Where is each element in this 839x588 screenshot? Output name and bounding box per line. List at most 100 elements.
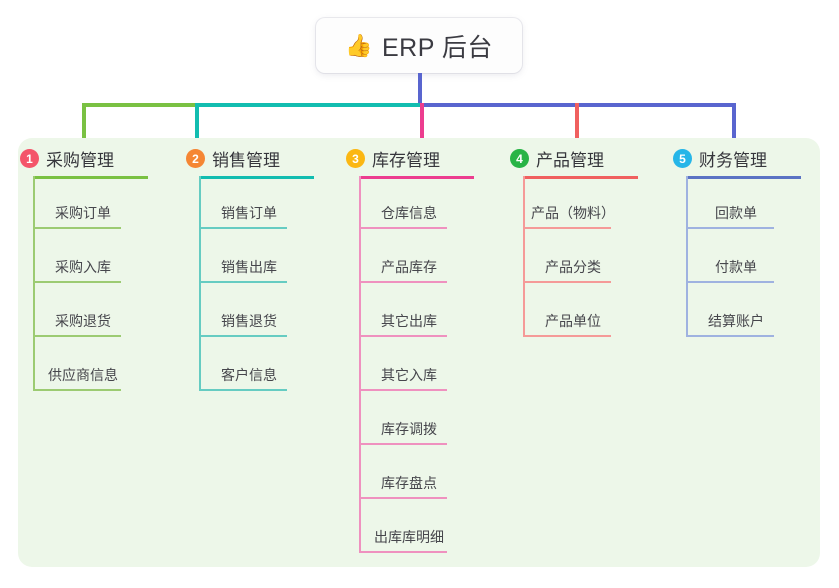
branch-inventory-management: 3 库存管理仓库信息产品库存其它出库其它入库库存调拨库存盘点出库库明细 <box>346 138 506 567</box>
branch-header-label: 产品管理 <box>536 151 604 170</box>
leaf-item-rule <box>199 389 287 391</box>
leaf-item[interactable]: 销售订单 <box>199 195 299 229</box>
leaf-item-rule <box>33 281 121 283</box>
leaf-item-label: 产品库存 <box>381 259 437 275</box>
leaf-item[interactable]: 采购退货 <box>33 303 133 337</box>
leaf-item[interactable]: 客户信息 <box>199 357 299 391</box>
leaf-item-label: 其它入库 <box>381 367 437 383</box>
leaf-item-rule <box>33 227 121 229</box>
branch-spine <box>523 176 525 337</box>
leaf-item[interactable]: 结算账户 <box>686 303 786 337</box>
branch-spine <box>686 176 688 337</box>
leaf-item-label: 仓库信息 <box>381 205 437 221</box>
leaf-item-rule <box>199 227 287 229</box>
leaf-item-label: 采购入库 <box>55 259 111 275</box>
leaf-item-label: 产品分类 <box>545 259 601 275</box>
leaf-item[interactable]: 回款单 <box>686 195 786 229</box>
leaf-item-label: 客户信息 <box>221 367 277 383</box>
leaf-item-rule <box>359 551 447 553</box>
leaf-item[interactable]: 产品库存 <box>359 249 459 283</box>
branch-index-badge: 5 <box>673 149 692 168</box>
leaf-item-label: 其它出库 <box>381 313 437 329</box>
leaf-item-rule <box>523 281 611 283</box>
branch-spine <box>199 176 201 391</box>
branch-finance-management: 5 财务管理回款单付款单结算账户 <box>673 138 833 567</box>
branch-header-rule <box>33 176 148 179</box>
branch-header-product-management[interactable]: 4 产品管理 <box>510 146 604 171</box>
leaf-item-rule <box>686 227 774 229</box>
branch-index-badge: 1 <box>20 149 39 168</box>
leaf-item[interactable]: 产品（物料） <box>523 195 623 229</box>
leaf-item-label: 销售退货 <box>221 313 277 329</box>
root-title-text: ERP 后台 <box>382 33 493 62</box>
leaf-item[interactable]: 销售退货 <box>199 303 299 337</box>
branch-spine <box>359 176 361 553</box>
branch-spine <box>33 176 35 391</box>
leaf-item-label: 出库库明细 <box>374 529 444 545</box>
leaf-item-label: 结算账户 <box>708 313 764 329</box>
leaf-item-label: 产品单位 <box>545 313 601 329</box>
leaf-item-rule <box>359 335 447 337</box>
leaf-item[interactable]: 仓库信息 <box>359 195 459 229</box>
leaf-item-rule <box>359 389 447 391</box>
leaf-item-rule <box>199 335 287 337</box>
branch-header-rule <box>359 176 474 179</box>
leaf-item-label: 库存调拨 <box>381 421 437 437</box>
leaf-item-rule <box>33 335 121 337</box>
leaf-item-label: 供应商信息 <box>48 367 118 383</box>
root-node[interactable]: 👍 ERP 后台 <box>316 18 522 73</box>
branch-header-label: 库存管理 <box>372 151 440 170</box>
leaf-item[interactable]: 采购入库 <box>33 249 133 283</box>
leaf-item[interactable]: 其它入库 <box>359 357 459 391</box>
branch-header-rule <box>199 176 314 179</box>
leaf-item-rule <box>686 281 774 283</box>
branch-index-badge: 4 <box>510 149 529 168</box>
branch-header-label: 销售管理 <box>212 151 280 170</box>
leaf-item-rule <box>199 281 287 283</box>
leaf-item[interactable]: 产品单位 <box>523 303 623 337</box>
branch-index-badge: 2 <box>186 149 205 168</box>
branch-header-label: 财务管理 <box>699 151 767 170</box>
leaf-item-rule <box>33 389 121 391</box>
leaf-item-label: 采购订单 <box>55 205 111 221</box>
branch-header-finance-management[interactable]: 5 财务管理 <box>673 146 767 171</box>
leaf-item-label: 产品（物料） <box>531 205 615 221</box>
leaf-item-rule <box>523 227 611 229</box>
leaf-item[interactable]: 其它出库 <box>359 303 459 337</box>
branch-header-inventory-management[interactable]: 3 库存管理 <box>346 146 440 171</box>
leaf-item[interactable]: 出库库明细 <box>359 519 459 553</box>
branch-sales-management: 2 销售管理销售订单销售出库销售退货客户信息 <box>186 138 346 567</box>
root-stem-connector <box>418 73 422 106</box>
leaf-item-rule <box>359 281 447 283</box>
segment-teal <box>195 103 420 107</box>
leaf-item[interactable]: 付款单 <box>686 249 786 283</box>
drop-finance <box>732 103 736 145</box>
leaf-item[interactable]: 销售出库 <box>199 249 299 283</box>
thumbs-up-icon: 👍 <box>345 32 373 58</box>
leaf-item-label: 付款单 <box>715 259 757 275</box>
drop-product <box>575 103 579 145</box>
leaf-item-label: 回款单 <box>715 205 757 221</box>
leaf-item-label: 销售订单 <box>221 205 277 221</box>
branch-header-sales-management[interactable]: 2 销售管理 <box>186 146 280 171</box>
leaf-item-label: 销售出库 <box>221 259 277 275</box>
branch-header-rule <box>686 176 801 179</box>
leaf-item[interactable]: 产品分类 <box>523 249 623 283</box>
leaf-item[interactable]: 库存盘点 <box>359 465 459 499</box>
leaf-item-rule <box>359 227 447 229</box>
leaf-item[interactable]: 库存调拨 <box>359 411 459 445</box>
branch-product-management: 4 产品管理产品（物料） 产品分类产品单位 <box>510 138 670 567</box>
leaf-item-rule <box>686 335 774 337</box>
leaf-item[interactable]: 采购订单 <box>33 195 133 229</box>
leaf-item-rule <box>523 335 611 337</box>
leaf-item[interactable]: 供应商信息 <box>33 357 133 391</box>
branch-index-badge: 3 <box>346 149 365 168</box>
leaf-item-label: 库存盘点 <box>381 475 437 491</box>
leaf-item-rule <box>359 497 447 499</box>
segment-green <box>82 103 195 107</box>
drop-purchase <box>82 103 86 145</box>
branch-header-rule <box>523 176 638 179</box>
